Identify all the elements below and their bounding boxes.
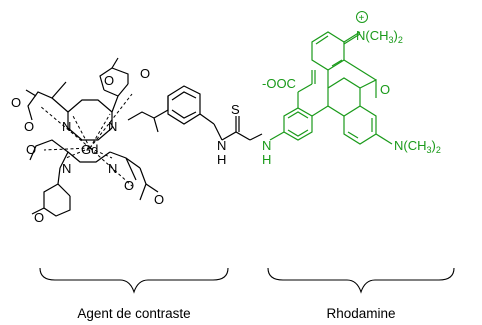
nh-2-n: N xyxy=(262,138,271,153)
caption-rhodamine: Rhodamine xyxy=(326,306,395,321)
n-atom-4: N xyxy=(108,161,117,176)
o-atom-1: O xyxy=(11,95,21,110)
positive-charge-icon xyxy=(356,11,368,23)
contrast-agent-atoms: Gd N N N N O O O O O O O O S N H xyxy=(11,66,240,225)
nh-2-h: H xyxy=(262,152,271,167)
o-atom-3: O xyxy=(104,73,114,88)
o-atom-2: O xyxy=(24,119,34,134)
gd-atom: Gd xyxy=(81,142,98,157)
o-atom-8: O xyxy=(154,192,164,207)
thiourea-s: S xyxy=(231,102,240,117)
positive-charge-sign: + xyxy=(359,13,365,24)
left-brace xyxy=(39,267,229,294)
rhodamine-structure xyxy=(269,31,393,145)
n-atom-2: N xyxy=(108,119,117,134)
nh-1-h: H xyxy=(217,152,226,167)
phenyl-linker xyxy=(167,85,263,141)
rhodamine-atoms: N H -OOC O + N(CH3)2 N(CH3)2 xyxy=(262,11,441,167)
n-atom-3: N xyxy=(62,161,71,176)
carboxylate-group: -OOC xyxy=(262,76,296,91)
o-atom-4: O xyxy=(140,66,150,81)
iminium-group: N(CH3)2 xyxy=(356,28,403,45)
o-atom-5: O xyxy=(26,142,36,157)
nh-1-n: N xyxy=(217,138,226,153)
o-atom-6: O xyxy=(34,210,44,225)
xanthene-o: O xyxy=(380,82,390,97)
coordination-bonds xyxy=(39,93,133,187)
caption-contrast-agent: Agent de contraste xyxy=(77,306,190,321)
right-brace xyxy=(267,267,455,294)
amine-group: N(CH3)2 xyxy=(394,138,441,155)
o-atom-7: O xyxy=(124,178,134,193)
n-atom-1: N xyxy=(62,119,71,134)
